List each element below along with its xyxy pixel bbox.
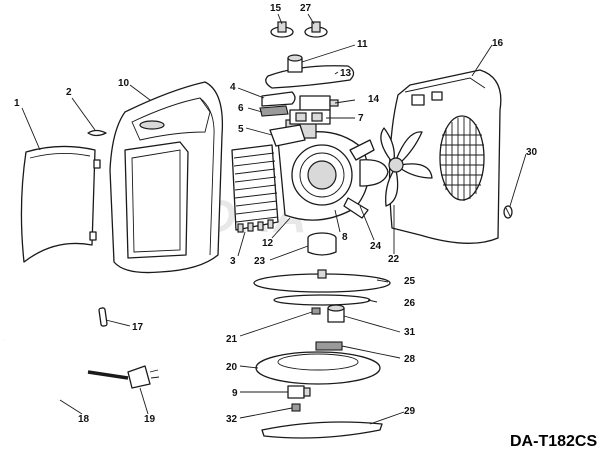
callout-2: 2 [66,87,72,98]
callout-17: 17 [132,322,144,333]
callout-18: 18 [78,414,90,425]
callout-15: 15 [270,3,282,14]
part-front-grille [20,145,101,263]
part-motor-frame [277,119,389,221]
callout-28: 28 [404,354,416,365]
part-bearing [311,307,321,315]
part-switch-bracket [269,124,306,147]
part-base-pad [261,421,383,439]
callout-30: 30 [526,147,538,158]
part-tilt-switch [287,385,311,399]
callout-12: 12 [262,238,274,249]
callout-24: 24 [370,241,382,252]
callout-7: 7 [358,113,364,124]
part-power-cord [3,338,129,402]
part-heating-element [231,144,279,233]
callout-5: 5 [238,124,244,135]
part-screw [503,205,513,219]
leader-lines [21,13,527,425]
callout-21: 21 [226,334,238,345]
callout-31: 31 [404,327,416,338]
callout-3: 3 [230,256,236,267]
callout-4: 4 [230,82,236,93]
part-top-cover [287,54,303,73]
callout-25: 25 [404,276,416,287]
callout-1: 1 [14,98,20,109]
callout-14: 14 [368,94,380,105]
part-gear [327,304,345,323]
part-safety-switch-cap [291,403,301,412]
part-rotation-motor [315,341,343,351]
part-thermostat [299,95,339,111]
callout-19: 19 [144,414,156,425]
callout-22: 22 [388,254,400,265]
callout-27: 27 [300,3,312,14]
callout-8: 8 [342,232,348,243]
part-badge [87,129,107,137]
part-knob-left [270,21,294,38]
part-rear-housing [388,69,502,244]
callout-29: 29 [404,406,416,417]
part-cable-clamp [98,307,108,327]
callout-numbers: 1 2 3 4 5 6 7 8 9 10 11 12 13 14 15 16 1… [14,3,538,425]
callout-16: 16 [492,38,504,49]
callout-20: 20 [226,362,238,373]
callout-9: 9 [232,388,238,399]
callout-6: 6 [238,103,244,114]
callout-11: 11 [357,39,368,50]
part-thermostat-knob [259,105,289,117]
callout-32: 32 [226,414,238,425]
model-code: DA-T182CS [510,433,597,450]
part-control-switch [289,109,331,125]
part-base-plate [255,351,381,385]
callout-13: 13 [340,68,352,79]
part-rotation-plate [253,269,391,293]
part-gasket-ring [273,294,371,306]
callout-26: 26 [404,298,416,309]
part-fan-blade [380,127,433,207]
callout-10: 10 [118,78,130,89]
callout-23: 23 [254,256,266,267]
part-motor [307,232,337,256]
part-knob-right [304,21,328,38]
part-front-housing [109,81,224,274]
part-switch-knob [261,91,296,107]
part-plug [127,365,160,389]
